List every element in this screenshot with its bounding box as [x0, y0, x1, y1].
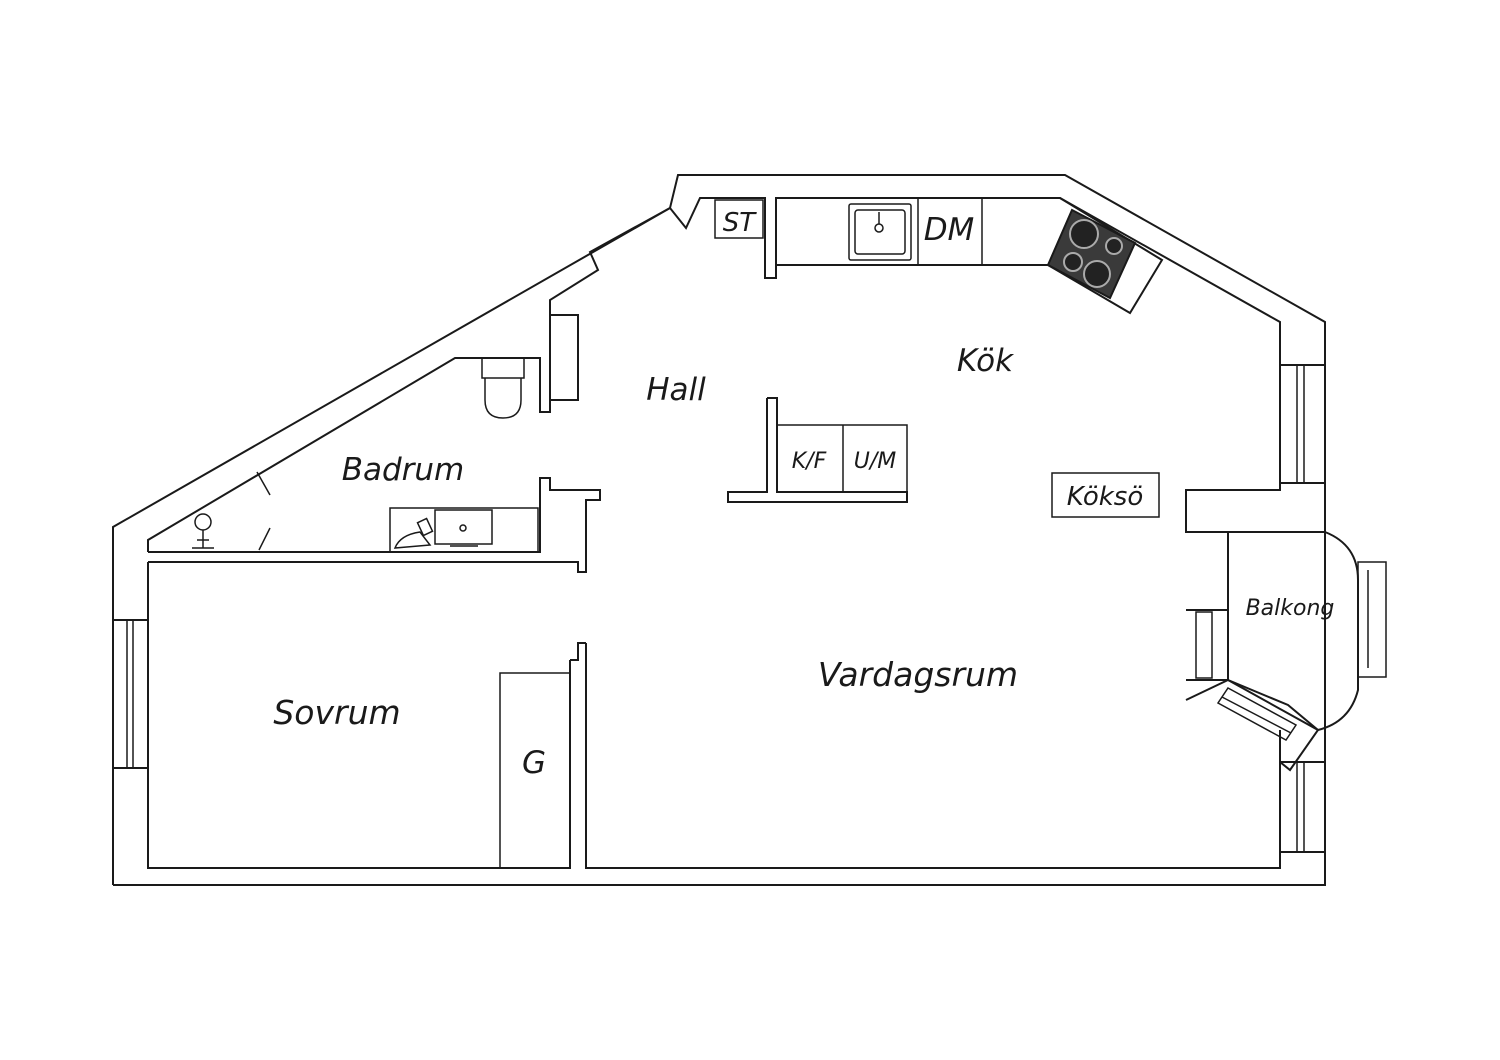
- storage-cabinet: ST: [714, 199, 764, 239]
- bedroom-wall: [570, 642, 586, 661]
- washbasin-icon: [389, 507, 539, 553]
- dishwasher-label: DM: [924, 212, 975, 248]
- vardagsrum-label: Vardagsrum: [818, 655, 1018, 694]
- hall-label: Hall: [646, 372, 706, 408]
- wardrobe: G: [499, 672, 571, 869]
- kitchen-island: Köksö: [1051, 472, 1160, 518]
- balcony: Balkong: [1185, 531, 1387, 772]
- shower-door-icon: [256, 471, 271, 551]
- window-icon: [112, 619, 149, 769]
- window-icon: [1279, 364, 1326, 484]
- appliance-column: K/F U/M: [776, 424, 908, 493]
- stove-icon: [1046, 208, 1137, 300]
- sovrum-label: Sovrum: [273, 693, 400, 732]
- kokso-label: Köksö: [1067, 482, 1144, 512]
- window-icon: [1279, 761, 1326, 853]
- um-label: U/M: [854, 449, 897, 474]
- badrum-label: Badrum: [342, 452, 465, 488]
- sink-icon: [848, 203, 912, 261]
- st-label: ST: [723, 208, 758, 238]
- outer-wall: [112, 174, 1326, 886]
- kf-label: K/F: [792, 449, 827, 474]
- kok-label: Kök: [957, 343, 1014, 379]
- g-label: G: [522, 745, 546, 781]
- bathroom-wall: [148, 314, 601, 573]
- balkong-label: Balkong: [1246, 596, 1335, 621]
- toilet-icon: [481, 357, 525, 419]
- shower-icon: [192, 513, 214, 549]
